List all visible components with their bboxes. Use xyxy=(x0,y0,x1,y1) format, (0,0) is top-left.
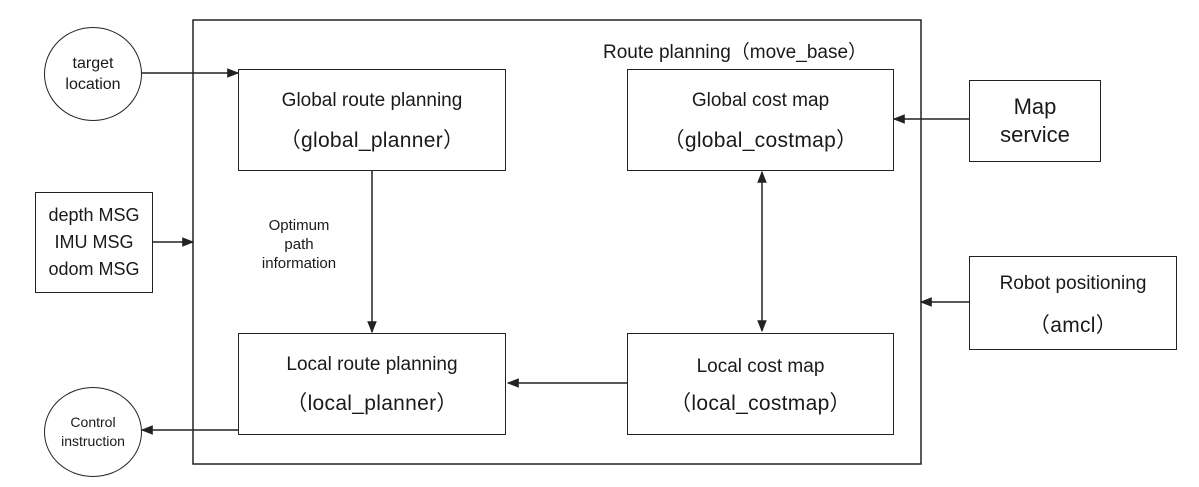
local-costmap-title: Local cost map xyxy=(696,356,825,377)
container-title: Route planning（move_base） xyxy=(602,42,868,63)
global-costmap-block: Global cost map （global_costmap） xyxy=(627,69,894,171)
map-service-line-1: Map xyxy=(1013,94,1057,119)
local-planner-subtitle: （local_planner） xyxy=(286,392,458,415)
optimum-path-line-1: Optimum xyxy=(268,217,330,234)
local-planner-title: Local route planning xyxy=(286,354,458,375)
control-instruction-line-2: instruction xyxy=(61,433,125,449)
global-planner-subtitle: （global_planner） xyxy=(279,129,465,152)
local-costmap-subtitle: （local_costmap） xyxy=(670,392,851,415)
global-costmap-subtitle: （global_costmap） xyxy=(663,129,858,152)
local-costmap-block: Local cost map （local_costmap） xyxy=(627,333,894,435)
optimum-path-line-3: information xyxy=(261,255,337,272)
global-planner-block: Global route planning （global_planner） xyxy=(238,69,506,171)
map-service-node: Map service xyxy=(969,80,1101,162)
map-service-line-2: service xyxy=(1000,122,1070,147)
global-planner-title: Global route planning xyxy=(281,90,463,111)
robot-positioning-node: Robot positioning （amcl） xyxy=(969,256,1177,350)
robot-positioning-subtitle: （amcl） xyxy=(1028,314,1118,337)
arrow-local-planner-to-control xyxy=(140,425,240,435)
sensor-messages-node: depth MSG IMU MSG odom MSG xyxy=(35,192,153,293)
global-costmap-title: Global cost map xyxy=(691,90,830,111)
robot-positioning-title: Robot positioning xyxy=(999,273,1147,294)
control-instruction-node: Control instruction xyxy=(44,387,142,477)
control-instruction-line-1: Control xyxy=(70,414,116,430)
target-location-node: target location xyxy=(44,27,142,121)
local-planner-block: Local route planning （local_planner） xyxy=(238,333,506,435)
depth-msg-label: depth MSG xyxy=(48,205,140,225)
imu-msg-label: IMU MSG xyxy=(54,232,134,252)
target-location-line-1: target xyxy=(72,55,114,72)
target-location-line-2: location xyxy=(65,76,121,93)
optimum-path-label: Optimum path information xyxy=(244,216,354,273)
odom-msg-label: odom MSG xyxy=(48,259,140,279)
optimum-path-line-2: path xyxy=(284,236,314,253)
